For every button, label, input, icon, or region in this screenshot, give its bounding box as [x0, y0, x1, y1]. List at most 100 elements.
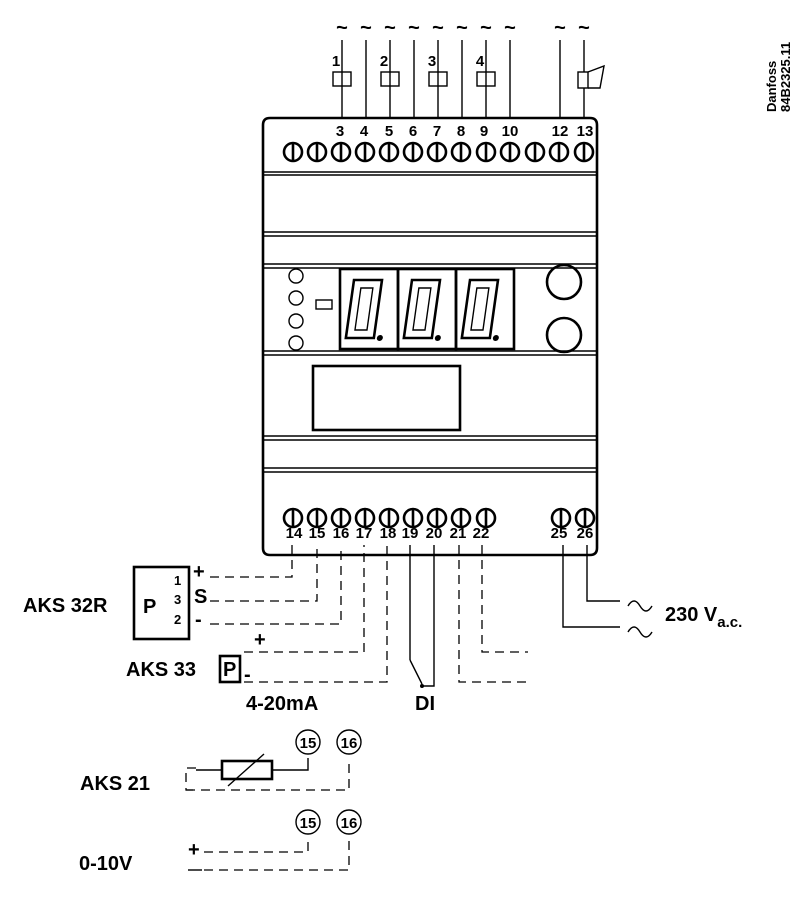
svg-text:22: 22: [473, 525, 490, 542]
terminal-screw: [330, 507, 352, 529]
terminal-screw: [426, 141, 448, 163]
top-wires: [341, 40, 585, 118]
svg-text:20: 20: [426, 525, 443, 542]
svg-text:-: -: [244, 664, 251, 686]
svg-text:0-10V: 0-10V: [79, 853, 133, 875]
svg-text:AKS 33: AKS 33: [126, 659, 196, 681]
terminal-screw: [282, 141, 304, 163]
voltage-input: 0-10V + 15 16: [79, 809, 362, 875]
svg-text:~: ~: [360, 17, 372, 39]
status-led: [288, 268, 304, 284]
terminal-screw: [378, 507, 400, 529]
terminal-screw: [573, 141, 595, 163]
di-label: DI: [415, 693, 435, 715]
digital-input-switch: [409, 545, 435, 688]
svg-text:~: ~: [554, 17, 566, 39]
svg-text:AKS 32R: AKS 32R: [23, 595, 108, 617]
terminal-16-marker: [336, 729, 362, 755]
terminal-screw: [306, 507, 328, 529]
relay-coil: [476, 71, 496, 87]
supply-wires: [562, 545, 620, 628]
display-digit: [344, 278, 384, 341]
svg-text:~: ~: [578, 17, 590, 39]
terminal-screw: [475, 141, 497, 163]
relay-coil: [380, 71, 400, 87]
svg-text:3: 3: [174, 592, 181, 607]
terminal-screw: [475, 507, 497, 529]
svg-text:~: ~: [384, 17, 396, 39]
status-led: [288, 290, 304, 306]
svg-text:2: 2: [174, 612, 181, 627]
terminal-15-marker: [295, 729, 321, 755]
terminal-screw: [402, 141, 424, 163]
display-digit: [460, 278, 500, 341]
svg-text:8: 8: [457, 123, 465, 140]
top-terminal-screws: [282, 141, 595, 163]
terminal-screw: [550, 507, 572, 529]
svg-text:+: +: [188, 839, 200, 861]
svg-text:~: ~: [408, 17, 420, 39]
alarm-buzzer-icon: [577, 64, 605, 89]
controller-housing: [261, 116, 599, 557]
svg-text:16: 16: [341, 815, 358, 832]
relay-coil: [428, 71, 448, 87]
svg-text:15: 15: [309, 525, 326, 542]
terminal-16-marker: [336, 809, 362, 835]
svg-text:4: 4: [476, 53, 485, 70]
svg-text:3: 3: [428, 53, 436, 70]
up-button[interactable]: [545, 263, 583, 301]
svg-text:~: ~: [456, 17, 468, 39]
current-input-label: 4-20mA: [246, 693, 318, 715]
svg-text:+: +: [193, 561, 205, 583]
bottom-terminal-numbers: 14 15 16 17 18 19 20 21 22 25 26: [286, 525, 594, 542]
svg-text:15: 15: [300, 815, 317, 832]
relay-coil: [332, 71, 352, 87]
terminal-screw: [450, 141, 472, 163]
svg-text:3: 3: [336, 123, 344, 140]
bottom-terminal-screws: [282, 507, 596, 529]
svg-text:1: 1: [174, 573, 181, 588]
svg-text:13: 13: [577, 123, 594, 140]
svg-text:-: -: [195, 609, 202, 631]
terminal-screw: [450, 507, 472, 529]
aks21-sensor: AKS 21 15 16: [80, 729, 362, 795]
terminal-screw: [402, 507, 424, 529]
terminal-screw: [426, 507, 448, 529]
svg-text:230 Va.c.: 230 Va.c.: [665, 604, 742, 631]
seven-segment-display: [338, 267, 516, 351]
svg-text:12: 12: [552, 123, 569, 140]
svg-text:21: 21: [450, 525, 467, 542]
terminal-screw: [330, 141, 352, 163]
svg-text:2: 2: [380, 53, 388, 70]
aks33-sensor: AKS 33 P + -: [126, 629, 266, 686]
status-led: [288, 313, 304, 329]
svg-text:S: S: [194, 586, 207, 608]
svg-text:14: 14: [286, 525, 303, 542]
aks33-wires: [244, 545, 388, 683]
terminal-screw: [378, 141, 400, 163]
label-window: [311, 364, 462, 432]
svg-text:26: 26: [577, 525, 594, 542]
display-digit: [402, 278, 442, 341]
status-indicator: [315, 299, 333, 310]
svg-text:~: ~: [432, 17, 444, 39]
terminal-screw: [524, 141, 546, 163]
terminal-screw: [499, 141, 521, 163]
ac-symbols: ~ ~ ~ ~ ~ ~ ~ ~ ~ ~: [336, 17, 590, 39]
svg-text:~: ~: [336, 17, 348, 39]
svg-text:6: 6: [409, 123, 417, 140]
svg-text:10: 10: [502, 123, 519, 140]
terminal-screw: [548, 141, 570, 163]
spare-terminal-wires: [458, 545, 528, 683]
svg-text:+: +: [254, 629, 266, 651]
down-button[interactable]: [545, 316, 583, 354]
relay-coils: 1 2 3 4: [332, 53, 496, 87]
top-terminal-numbers: 3 4 5 6 7 8 9 10 12 13: [336, 123, 594, 140]
terminal-screw: [574, 507, 596, 529]
svg-text:Danfoss: Danfoss: [764, 61, 779, 112]
svg-text:P: P: [143, 596, 156, 618]
status-leds: [288, 268, 333, 351]
terminal-screw: [354, 507, 376, 529]
svg-text:16: 16: [341, 735, 358, 752]
svg-text:15: 15: [300, 735, 317, 752]
